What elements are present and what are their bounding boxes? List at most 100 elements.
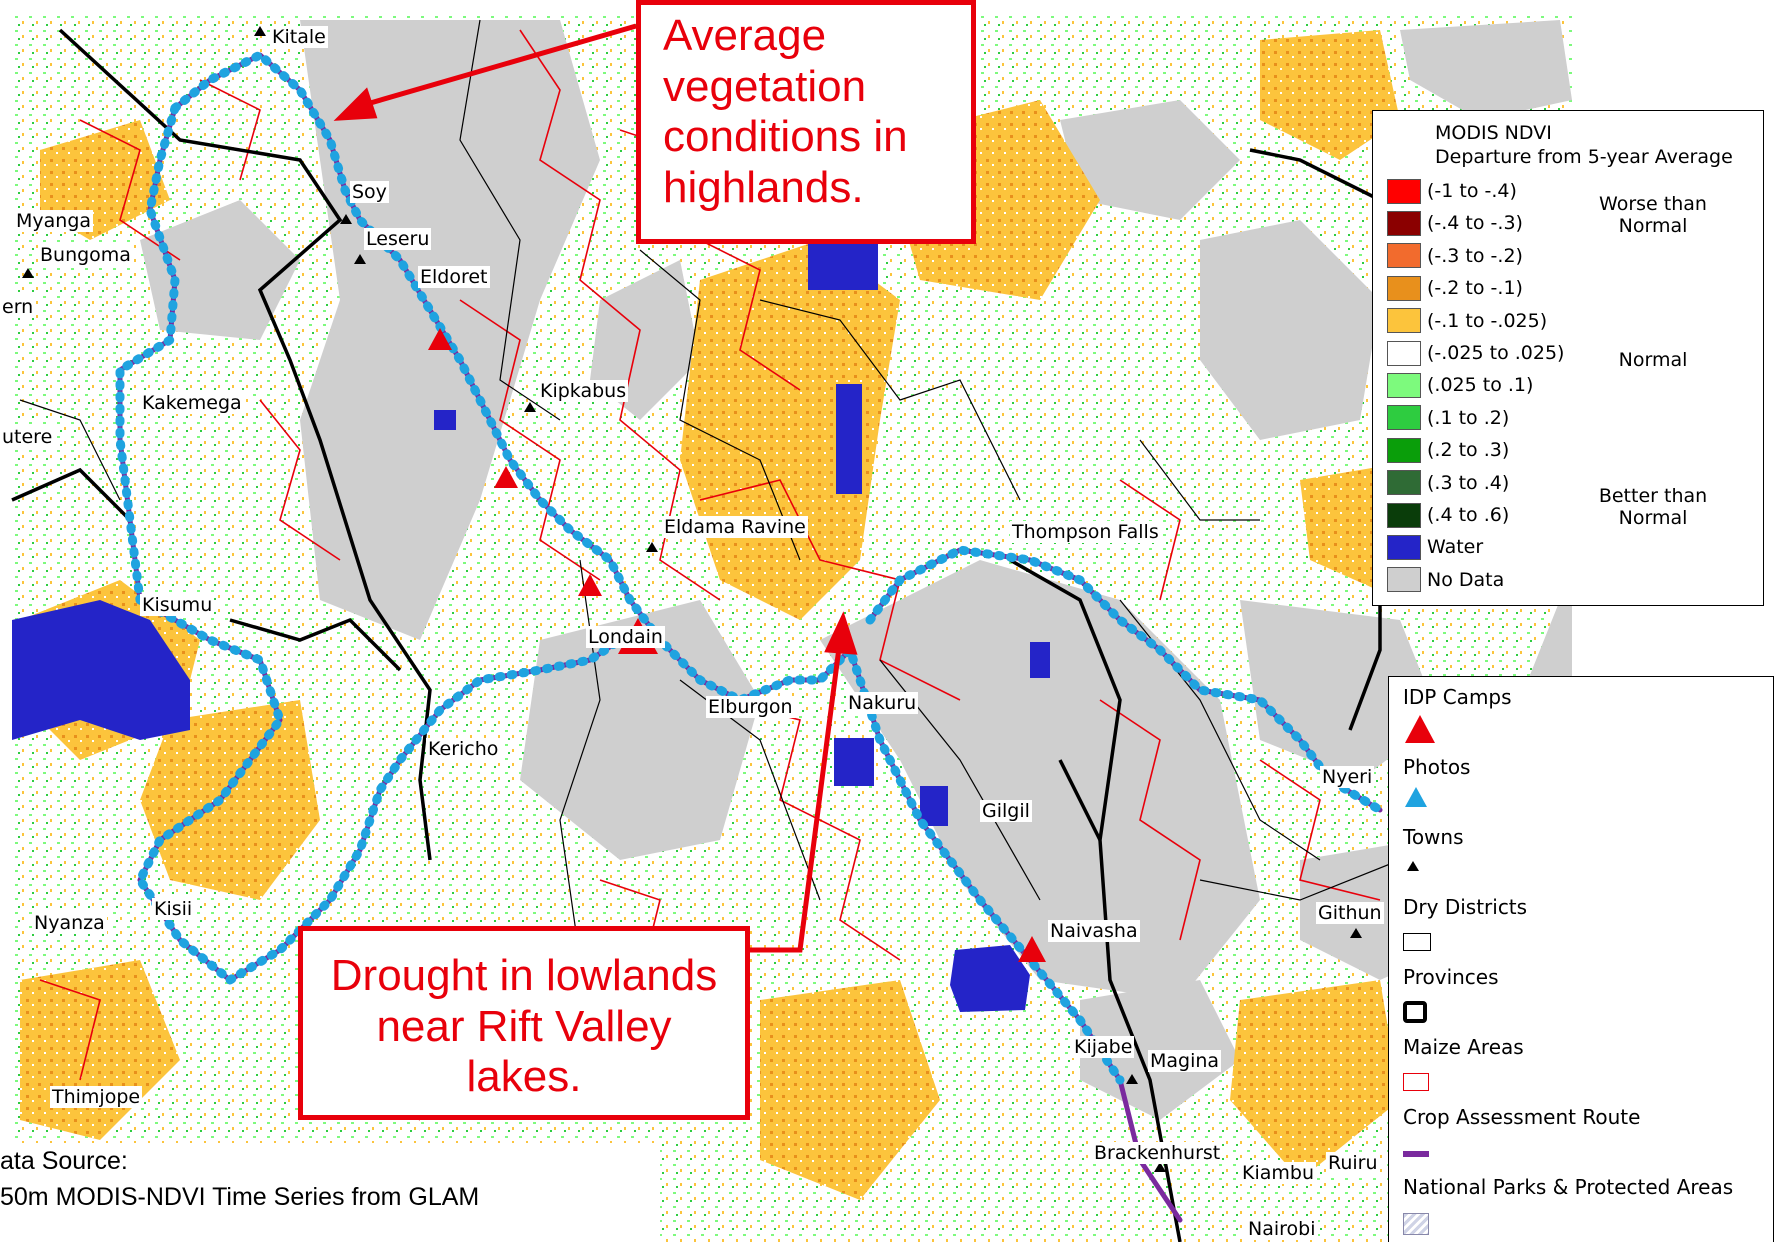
place-label-gilgil: Gilgil — [980, 800, 1032, 822]
place-label-ern: ern — [0, 296, 36, 318]
place-label-nyanza: Nyanza — [32, 912, 107, 934]
ndvi-class-label: (-.2 to -.1) — [1427, 277, 1523, 300]
dry-district-markers — [22, 26, 1362, 1172]
idp-camp-marker — [578, 574, 602, 596]
legend-note-worse-line1: Worse than — [1599, 193, 1707, 215]
place-label-eldama-ravine: Eldama Ravine — [662, 516, 808, 538]
province-border-swatch — [1403, 1001, 1427, 1023]
ndvi-class-row: (-.4 to -.3) — [1387, 209, 1523, 237]
ndvi-class-swatch — [1387, 534, 1421, 560]
place-label-kisii: Kisii — [152, 898, 195, 920]
ndvi-class-row: (-.025 to .025) — [1387, 339, 1564, 367]
town-marker-icon — [1407, 861, 1419, 871]
layer-label-dry-districts: Dry Districts — [1403, 895, 1528, 919]
ndvi-class-label: (.4 to .6) — [1427, 504, 1510, 526]
ndvi-class-label: No Data — [1427, 568, 1505, 591]
ndvi-class-label: (.3 to .4) — [1427, 471, 1510, 494]
water-body-east — [1030, 642, 1050, 678]
ndvi-class-swatch — [1387, 308, 1421, 334]
ndvi-class-label: (.025 to .1) — [1427, 374, 1534, 397]
idp-camp-marker — [494, 466, 518, 488]
ndvi-legend-title-line2: Departure from 5-year Average — [1435, 146, 1733, 168]
dry-district-swatch — [1403, 933, 1431, 951]
place-label-thimjope: Thimjope — [50, 1086, 143, 1108]
ndvi-class-label: (-.1 to -.025) — [1427, 309, 1548, 332]
ndvi-class-label: (.1 to .2) — [1427, 406, 1510, 429]
place-label-kijabe: Kijabe — [1072, 1036, 1135, 1058]
data-source-line2: 50m MODIS-NDVI Time Series from GLAM — [0, 1183, 480, 1211]
ndvi-class-label: (.2 to .3) — [1427, 439, 1510, 462]
callout-arrows — [333, 23, 858, 953]
data-source-line1: ata Source: — [0, 1147, 128, 1175]
water-body-small — [434, 410, 456, 430]
place-label-soy: Soy — [350, 181, 389, 203]
layer-label-maize-areas: Maize Areas — [1403, 1035, 1524, 1059]
place-label-leseru: Leseru — [364, 228, 432, 250]
ndvi-class-swatch — [1387, 437, 1421, 463]
ndvi-class-swatch — [1387, 372, 1421, 398]
place-label-myanga: Myanga — [14, 210, 94, 232]
callout-lowlands-text: Drought in lowlands near Rift Valley lak… — [330, 951, 718, 1102]
ndvi-class-row: (-.1 to -.025) — [1387, 307, 1547, 335]
place-label-naivasha: Naivasha — [1048, 920, 1140, 942]
place-label-kericho: Kericho — [426, 738, 501, 760]
callout-highlands: Average vegetation conditions in highlan… — [636, 0, 976, 244]
place-label-bungoma: Bungoma — [38, 244, 133, 266]
idp-camp-marker — [1018, 936, 1046, 962]
ndvi-class-swatch — [1387, 210, 1421, 236]
legend-note-normal: Normal — [1618, 349, 1688, 371]
lake-nakuru — [834, 738, 874, 786]
ndvi-legend-title-line1: MODIS NDVI — [1435, 122, 1552, 144]
ndvi-class-label: (-.025 to .025) — [1427, 342, 1565, 364]
place-label-kipkabus: Kipkabus — [538, 380, 629, 402]
water-bodies — [12, 200, 1050, 1012]
ndvi-class-swatch — [1387, 405, 1421, 431]
lake-naivasha — [950, 945, 1030, 1012]
place-label-magina: Magina — [1148, 1050, 1222, 1072]
ndvi-class-swatch — [1387, 470, 1421, 496]
ndvi-class-swatch — [1387, 502, 1421, 528]
place-label-brackenhurst: Brackenhurst — [1092, 1142, 1223, 1164]
ndvi-class-row: (-.3 to -.2) — [1387, 242, 1523, 270]
ndvi-class-swatch — [1387, 340, 1421, 366]
ndvi-class-label: (-1 to -.4) — [1427, 180, 1517, 202]
ndvi-class-row: (.3 to .4) — [1387, 469, 1509, 497]
legend-note-better-line1: Better than — [1598, 485, 1708, 507]
legend-note-worse: Worse than Normal — [1573, 193, 1733, 237]
ndvi-class-swatch — [1387, 243, 1421, 269]
layer-label-towns: Towns — [1403, 825, 1464, 849]
ndvi-class-row: (.1 to .2) — [1387, 404, 1509, 432]
place-label-elburgon: Elburgon — [706, 696, 795, 718]
lake-baringo — [836, 384, 862, 494]
lake-elmenteita — [920, 786, 948, 826]
place-label-utere: utere — [0, 426, 55, 448]
ndvi-class-row: (.2 to .3) — [1387, 436, 1509, 464]
ndvi-class-row: (-.2 to -.1) — [1387, 274, 1523, 302]
ndvi-class-row: (-1 to -.4) — [1387, 177, 1517, 205]
layer-label-national-parks: National Parks & Protected Areas — [1403, 1175, 1734, 1199]
place-label-londain: Londain — [586, 626, 665, 648]
idp-camp-marker — [428, 328, 452, 350]
ndvi-class-swatch — [1387, 275, 1421, 301]
data-source-box: ata Source: 50m MODIS-NDVI Time Series f… — [0, 1143, 660, 1242]
ndvi-legend: MODIS NDVI Departure from 5-year Average… — [1372, 110, 1764, 606]
ndvi-legend-title: MODIS NDVI Departure from 5-year Average — [1435, 121, 1733, 169]
ndvi-class-row: No Data — [1387, 566, 1504, 594]
legend-note-better: Better than Normal — [1573, 485, 1733, 529]
layer-label-provinces: Provinces — [1403, 965, 1499, 989]
place-label-nyeri: Nyeri — [1320, 766, 1375, 788]
ndvi-class-row: Water — [1387, 533, 1483, 561]
legend-note-worse-line2: Normal — [1618, 215, 1688, 237]
idp-camp-icon — [1405, 715, 1435, 743]
national-parks-swatch — [1403, 1213, 1429, 1235]
place-label-nairobi: Nairobi — [1246, 1218, 1318, 1240]
ndvi-class-label: Water — [1427, 536, 1484, 559]
layers-legend: IDP Camps Photos Towns Dry Districts Pro… — [1388, 676, 1774, 1242]
place-label-kitale: Kitale — [270, 26, 328, 48]
place-label-ruiru: Ruiru — [1326, 1152, 1380, 1174]
crop-route-swatch — [1403, 1151, 1429, 1157]
place-label-nakuru: Nakuru — [846, 692, 919, 714]
layer-label-crop-route: Crop Assessment Route — [1403, 1105, 1641, 1129]
crop-assessment-route — [115, 50, 1385, 1223]
ndvi-class-label: (-.4 to -.3) — [1427, 212, 1523, 235]
